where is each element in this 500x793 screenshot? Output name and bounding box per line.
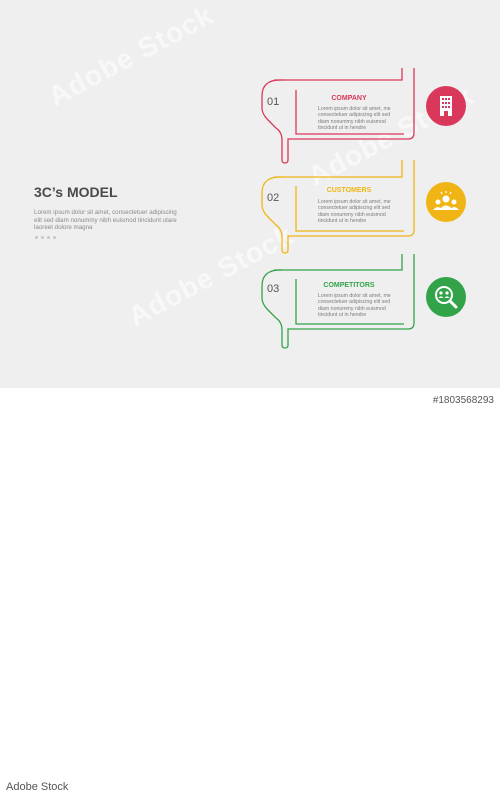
step-1-text: Lorem ipsum dolor sit amet, me consectet… <box>318 106 400 132</box>
stock-id: #1803568293 <box>433 395 494 406</box>
step-1-icon-circle <box>426 86 466 126</box>
building-icon <box>426 86 466 126</box>
step-1-title: COMPANY <box>304 95 394 102</box>
customers-group-icon <box>426 182 466 222</box>
infographic-canvas: Adobe Stock Adobe Stock Adobe Stock 3C’s… <box>0 0 500 388</box>
step-2-text: Lorem ipsum dolor sit amet, me consectet… <box>318 199 400 225</box>
step-3-title: COMPETITORS <box>304 282 394 289</box>
stock-footer-strip: Adobe Stock #1803568293 <box>0 388 500 414</box>
step-3-text: Lorem ipsum dolor sit amet, me consectet… <box>318 293 400 319</box>
step-1-number: 01 <box>267 96 279 108</box>
step-2-title: CUSTOMERS <box>304 187 394 194</box>
step-frames <box>0 0 500 388</box>
step-3-number: 03 <box>267 283 279 295</box>
magnify-people-icon <box>426 277 466 317</box>
step-3-icon-circle <box>426 277 466 317</box>
step-2-number: 02 <box>267 192 279 204</box>
stock-logo-text: Adobe Stock <box>6 781 68 793</box>
step-2-icon-circle <box>426 182 466 222</box>
